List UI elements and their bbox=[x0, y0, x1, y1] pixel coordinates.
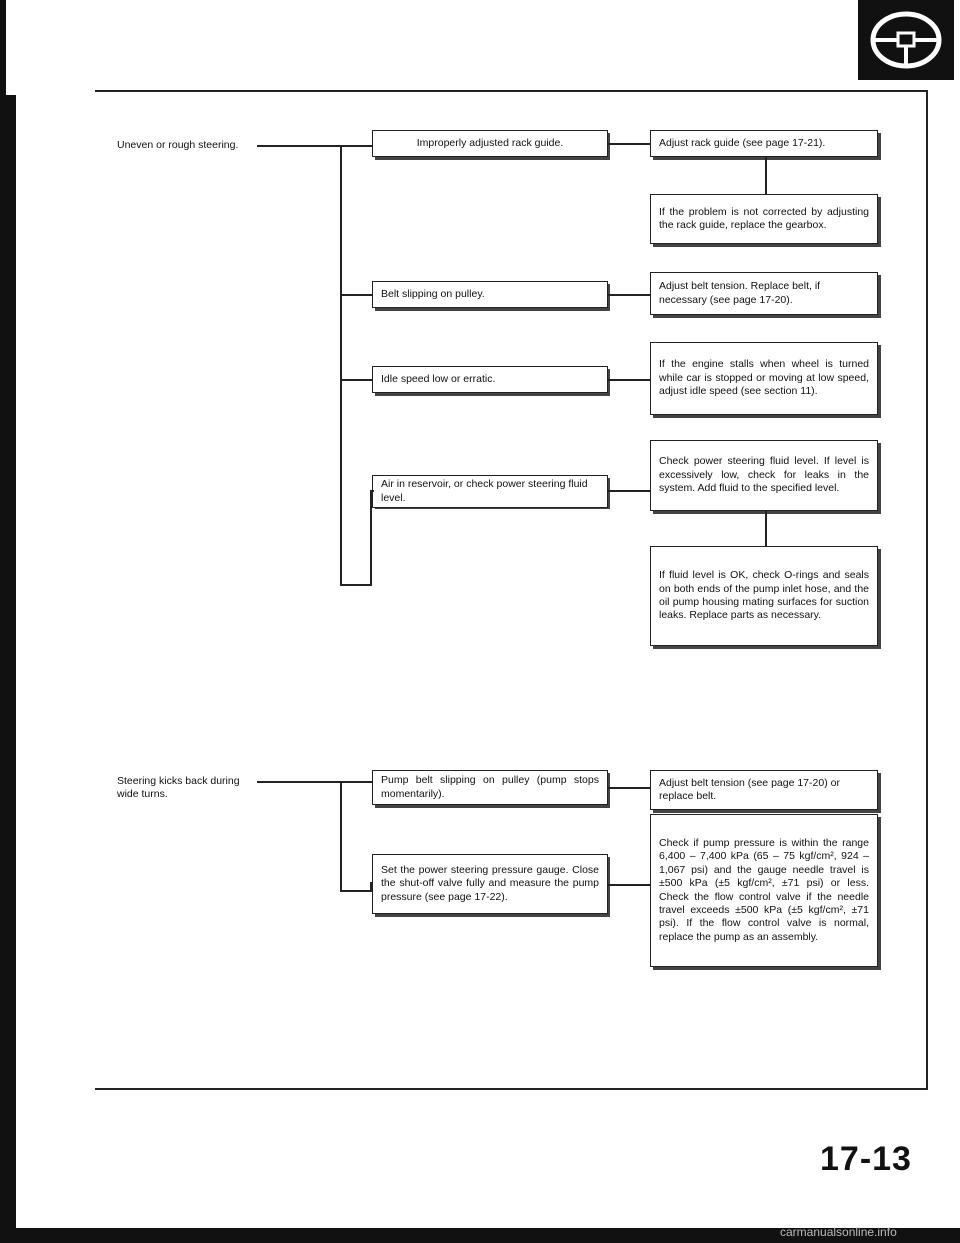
connector bbox=[370, 882, 372, 891]
remedy-check-fluid-level: Check power steering fluid level. If lev… bbox=[650, 440, 878, 511]
remedy-adjust-belt-tension: Adjust belt tension (see page 17-20) or … bbox=[650, 770, 878, 810]
cause-rack-guide: Improperly adjusted rack guide. bbox=[372, 130, 608, 157]
cause-idle-speed: Idle speed low or erratic. bbox=[372, 366, 608, 393]
connector bbox=[608, 884, 650, 886]
connector bbox=[340, 890, 372, 892]
connector bbox=[608, 294, 650, 296]
connector bbox=[608, 143, 650, 145]
cause-air-reservoir: Air in reservoir, or check power steerin… bbox=[372, 475, 608, 508]
header-rule bbox=[95, 90, 928, 92]
remedy-belt-tension: Adjust belt tension. Replace belt, if ne… bbox=[650, 272, 878, 315]
remedy-idle-speed: If the engine stalls when wheel is turne… bbox=[650, 342, 878, 415]
remedy-adjust-rack-guide: Adjust rack guide (see page 17-21). bbox=[650, 130, 878, 157]
remedy-check-pump-pressure: Check if pump pressure is within the ran… bbox=[650, 814, 878, 967]
connector bbox=[340, 145, 342, 585]
connector bbox=[340, 781, 342, 891]
connector bbox=[257, 145, 372, 147]
connector bbox=[257, 781, 372, 783]
connector bbox=[340, 584, 372, 586]
symptom-steering-kicks-back: Steering kicks back during wide turns. bbox=[117, 775, 240, 801]
connector bbox=[608, 490, 650, 492]
symptom-uneven-steering: Uneven or rough steering. bbox=[117, 139, 239, 151]
watermark: carmanualsonline.info bbox=[780, 1225, 897, 1239]
connector bbox=[765, 157, 767, 194]
remedy-replace-gearbox: If the problem is not corrected by adjus… bbox=[650, 194, 878, 244]
right-frame bbox=[926, 90, 928, 1090]
connector bbox=[765, 511, 767, 546]
page-spine bbox=[0, 0, 6, 1243]
cause-pressure-gauge: Set the power steering pressure gauge. C… bbox=[372, 854, 608, 914]
connector bbox=[608, 379, 650, 381]
steering-wheel-icon bbox=[858, 0, 954, 80]
cause-pump-belt-slipping: Pump belt slipping on pulley (pump stops… bbox=[372, 770, 608, 805]
page-spine-wide bbox=[6, 95, 16, 1243]
connector bbox=[370, 490, 374, 492]
page-number: 17-13 bbox=[820, 1140, 912, 1178]
remedy-check-o-rings: If fluid level is OK, check O-rings and … bbox=[650, 546, 878, 646]
connector bbox=[370, 490, 372, 585]
connector bbox=[340, 294, 372, 296]
cause-belt-slipping: Belt slipping on pulley. bbox=[372, 281, 608, 308]
connector bbox=[340, 379, 372, 381]
footer-rule bbox=[95, 1088, 928, 1090]
footer-bar bbox=[0, 1228, 960, 1243]
connector bbox=[608, 787, 650, 789]
